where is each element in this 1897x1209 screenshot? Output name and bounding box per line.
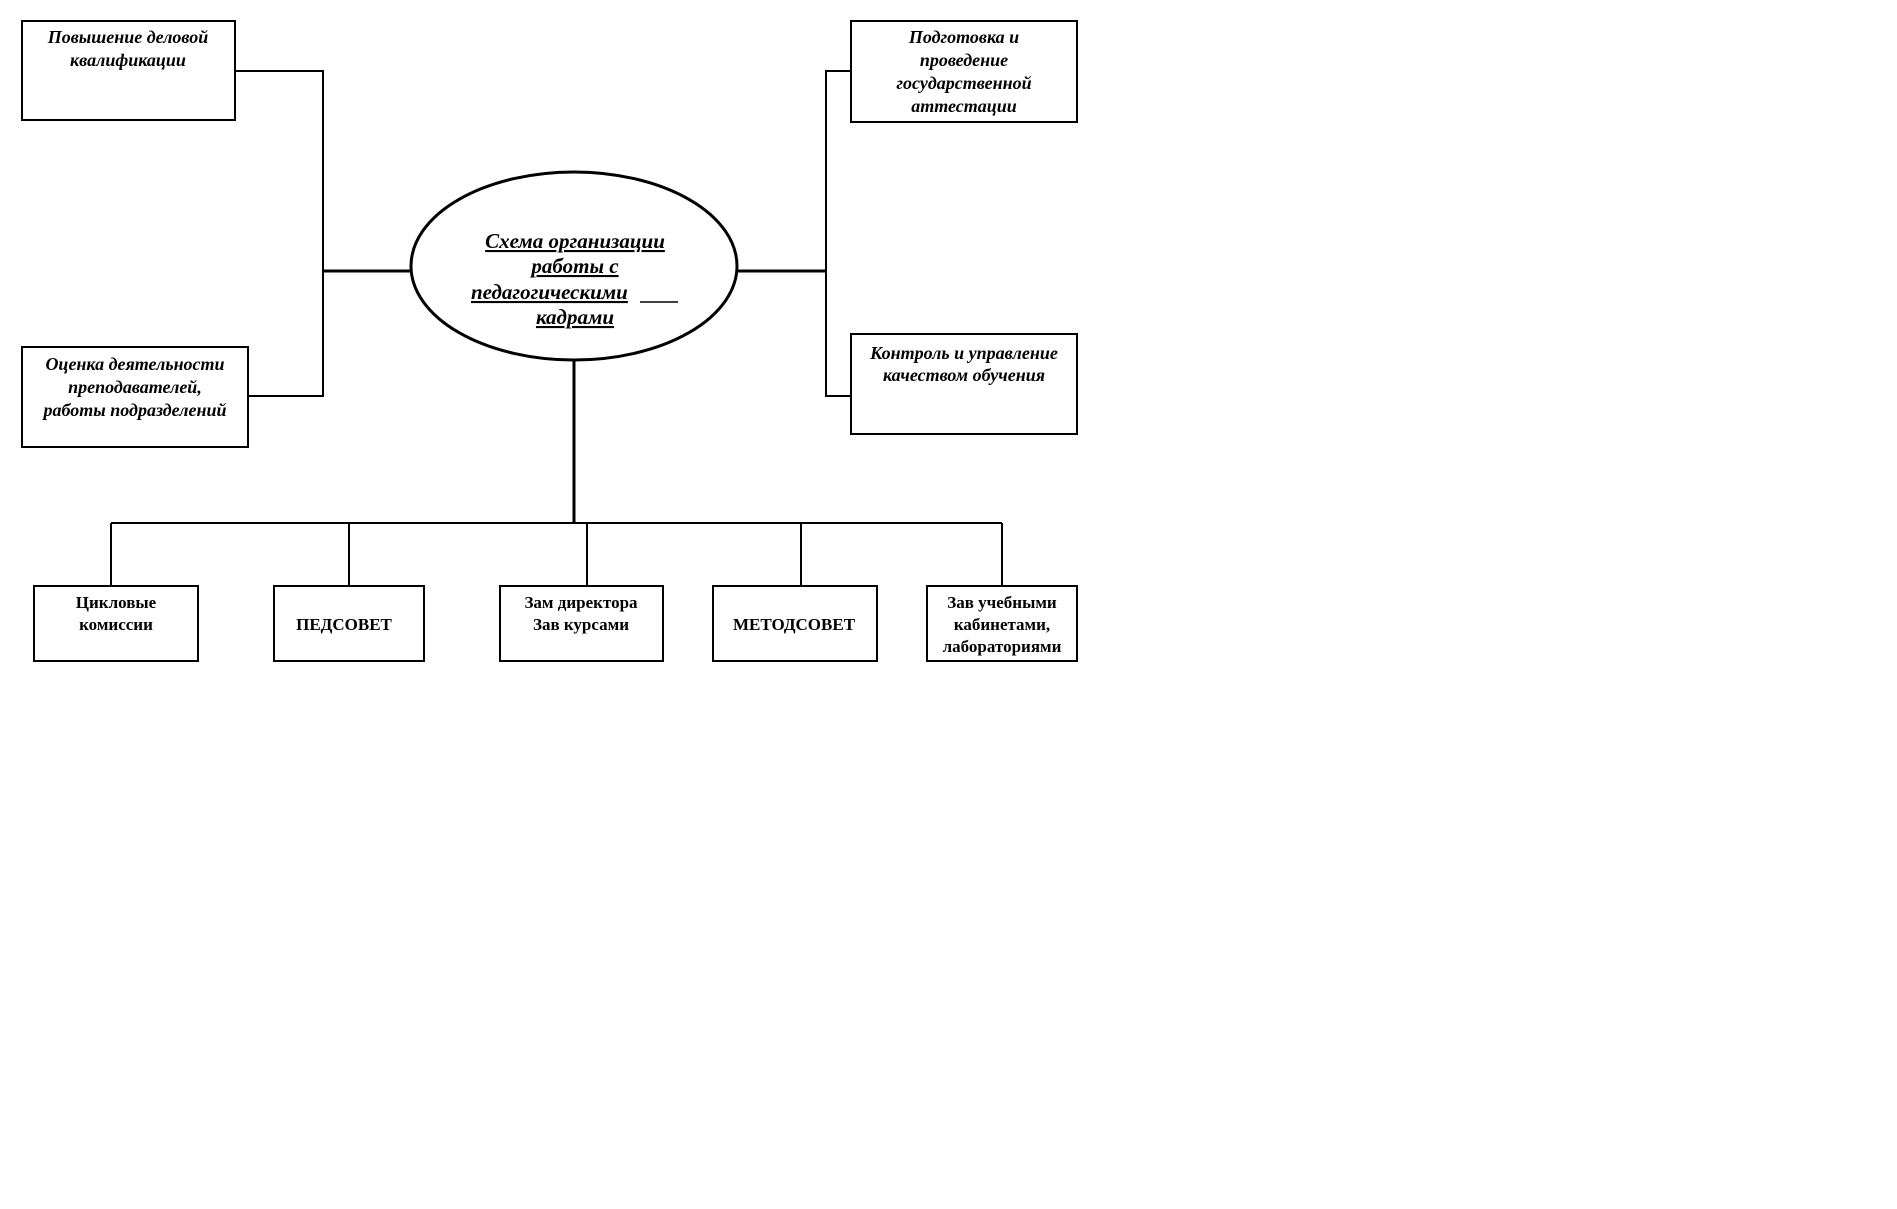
box-label: МЕТОДСОВЕТ [733, 615, 856, 634]
box-label: комиссии [79, 615, 153, 634]
left-bracket [235, 70, 324, 397]
center-node: Схема организации работы с педагогически… [409, 170, 739, 362]
box-label: Зам директора [524, 593, 638, 612]
connectors [110, 70, 1003, 586]
center-title-line: работы с [529, 254, 619, 278]
box-quality-control: Контроль и управление качеством обучения [850, 333, 1078, 435]
box-label: кабинетами, [954, 615, 1050, 634]
box-cycle-commissions: Цикловые комиссии [33, 585, 199, 662]
box-label: Повышение деловой [47, 27, 209, 47]
box-label: Подготовка и [908, 27, 1019, 47]
box-label: ПЕДСОВЕТ [296, 615, 392, 634]
box-cabinets-heads: Зав учебными кабинетами, лабораториями [926, 585, 1078, 662]
right-bracket [825, 70, 851, 397]
box-label: Зав учебными [947, 593, 1057, 612]
box-label: проведение [920, 50, 1008, 70]
box-label: работы подразделений [42, 400, 227, 420]
box-label: Контроль и управление [869, 343, 1058, 363]
box-metodsovet: МЕТОДСОВЕТ [712, 585, 878, 662]
box-deputy-director: Зам директора Зав курсами [499, 585, 664, 662]
box-label: лабораториями [943, 637, 1062, 656]
box-label: качеством обучения [883, 365, 1045, 385]
center-title-line: Схема организации [485, 229, 665, 253]
box-evaluation: Оценка деятельности преподавателей, рабо… [21, 346, 249, 448]
center-title-line: педагогическими [471, 280, 628, 304]
box-label: Цикловые [76, 593, 157, 612]
box-label: квалификации [70, 50, 186, 70]
center-title-line: кадрами [536, 305, 614, 329]
box-attestation: Подготовка и проведение государственной … [850, 20, 1078, 123]
box-label: аттестации [911, 96, 1017, 116]
box-label: преподавателей, [68, 377, 202, 397]
box-pedsovet: ПЕДСОВЕТ [273, 585, 425, 662]
box-qualification: Повышение деловой квалификации [21, 20, 236, 121]
box-label: Зав курсами [533, 615, 629, 634]
box-label: государственной [896, 73, 1031, 93]
box-label: Оценка деятельности [45, 354, 224, 374]
